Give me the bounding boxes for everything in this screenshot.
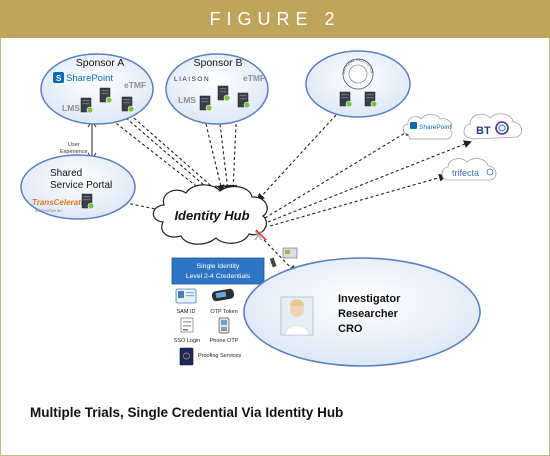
sponsor-b-etmf-label: eTMF bbox=[243, 73, 265, 83]
user-experience-arrow bbox=[87, 120, 97, 160]
credential-proofing: Proofing Services bbox=[179, 347, 241, 366]
x-logo-accent bbox=[255, 229, 267, 241]
bt-cloud-label: BT bbox=[476, 125, 491, 137]
bt-globe-icon bbox=[495, 121, 509, 135]
transcelerate-logo: TransCelerate bbox=[32, 198, 86, 207]
shared-portal-group: Shared Service Portal TransCelerate BIOP… bbox=[20, 154, 136, 220]
transcelerate-sub: BIOPHARMA INC bbox=[35, 209, 63, 213]
link-sponsor-b-2 bbox=[219, 123, 232, 193]
shared-portal-ellipse bbox=[20, 154, 136, 220]
credential-otp-token: OTP Token bbox=[210, 288, 238, 315]
sponsor-a-etmf-label: eTMF bbox=[124, 80, 146, 90]
sponsor-a-lms-label: LMS bbox=[62, 103, 80, 113]
svg-text:S: S bbox=[56, 74, 62, 83]
credential-label: Proofing Services bbox=[198, 353, 241, 359]
credential-label: OTP Token bbox=[210, 309, 237, 315]
trifecta-cloud: trifecta bbox=[441, 158, 497, 181]
link-bt-cloud bbox=[267, 140, 472, 223]
passport-icon bbox=[179, 347, 194, 366]
server-icon bbox=[199, 95, 213, 112]
investigator-group: Investigator Researcher CRO bbox=[243, 257, 481, 367]
user-experience-label-1: User bbox=[68, 142, 80, 148]
server-icon bbox=[81, 193, 95, 210]
credential-label: SAM ID bbox=[177, 309, 196, 315]
trifecta-cloud-label: trifecta bbox=[452, 168, 479, 178]
usb-key-icon bbox=[269, 257, 277, 268]
link-sponsor-a-etmf bbox=[133, 117, 220, 194]
x-logo-icon: X bbox=[254, 228, 263, 243]
credentials-box: Single Identity Level 2-4 Credentials bbox=[171, 257, 265, 285]
server-icon bbox=[99, 87, 113, 104]
sponsor-a-sharepoint-label: SharePoint bbox=[66, 73, 113, 84]
investigator-line-2: Researcher bbox=[338, 308, 399, 320]
server-icon bbox=[80, 97, 94, 114]
credential-sam-id: SAM ID bbox=[175, 288, 197, 315]
credentials-box-bg bbox=[171, 257, 265, 285]
link-investigator bbox=[263, 239, 297, 274]
link-sponsor-b-3 bbox=[229, 123, 238, 193]
liaison-logo: LIAISON bbox=[174, 76, 210, 83]
credential-phone-otp: Phone OTP bbox=[210, 317, 239, 344]
server-icon bbox=[121, 96, 135, 113]
sharepoint-cloud-label: SharePoint bbox=[419, 124, 451, 131]
server-icon bbox=[217, 85, 231, 102]
sponsor-a-group: Sponsor A S SharePoint eTMF LMS bbox=[40, 53, 154, 125]
sponsor-b-title: Sponsor B bbox=[193, 57, 242, 69]
link-nih bbox=[256, 114, 337, 202]
shared-portal-title-1: Shared bbox=[50, 168, 82, 179]
credential-sso-login: SSO Login bbox=[174, 317, 201, 344]
investigator-ellipse bbox=[243, 257, 481, 367]
identity-hub-cloud: Identity Hub X bbox=[152, 184, 268, 245]
server-icon bbox=[339, 91, 353, 108]
figure-banner: FIGURE 2 bbox=[0, 0, 550, 38]
identity-hub-label: Identity Hub bbox=[174, 208, 249, 223]
shared-portal-title-2: Service Portal bbox=[50, 180, 112, 191]
figure-caption: Multiple Trials, Single Credential Via I… bbox=[30, 405, 344, 420]
credentials-line-1: Single Identity bbox=[197, 263, 240, 270]
investigator-line-1: Investigator bbox=[338, 293, 401, 305]
server-icon bbox=[364, 91, 378, 108]
nih-seal-icon bbox=[342, 58, 374, 90]
credential-label: Phone OTP bbox=[210, 338, 239, 344]
link-sponsor-a-sharepoint bbox=[125, 117, 214, 194]
link-trifecta-cloud bbox=[269, 173, 447, 227]
sponsor-a-title: Sponsor A bbox=[76, 57, 124, 69]
trifecta-mark-icon bbox=[486, 168, 494, 176]
investigator-avatar-head bbox=[290, 303, 304, 317]
sponsor-b-lms-label: LMS bbox=[178, 95, 196, 105]
sharepoint-cloud-icon bbox=[410, 122, 417, 129]
sharepoint-cloud: SharePoint bbox=[402, 114, 453, 140]
investigator-line-3: CRO bbox=[338, 323, 363, 335]
user-experience-label-2: Experience bbox=[60, 149, 88, 155]
connection-lines bbox=[110, 114, 472, 274]
link-sharepoint-cloud bbox=[264, 128, 412, 219]
credential-label: SSO Login bbox=[174, 338, 201, 344]
bt-cloud: BT bbox=[463, 113, 523, 140]
link-sponsor-b-1 bbox=[205, 123, 225, 193]
nih-ellipse bbox=[305, 50, 411, 118]
sponsor-b-group: Sponsor B LIAISON eTMF LMS bbox=[165, 53, 269, 125]
sharepoint-icon bbox=[53, 72, 64, 83]
server-icon bbox=[237, 92, 251, 109]
credentials-line-2: Level 2-4 Credentials bbox=[186, 273, 251, 280]
identity-hub-cloud-shape bbox=[152, 184, 268, 245]
